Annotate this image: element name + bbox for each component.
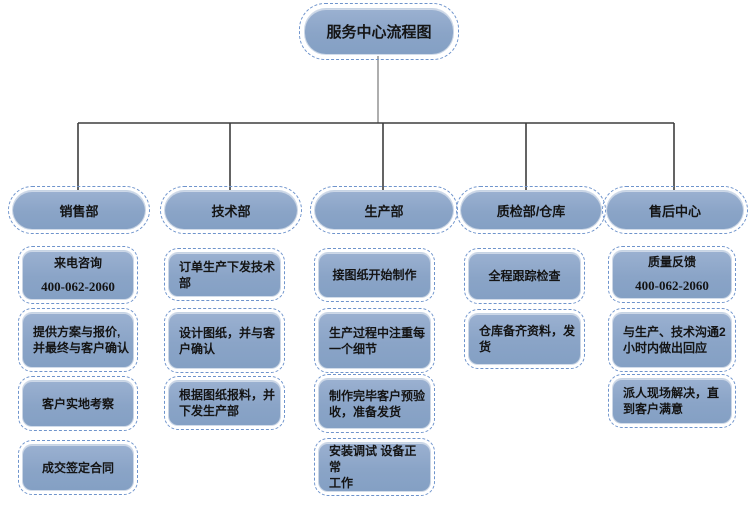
dept-node-sales: 销售部 (8, 186, 150, 234)
production-step-1: 接图纸开始制作 (314, 248, 435, 302)
step-text: 安装调试 设备正常 工作 (329, 444, 417, 490)
dept-node-qc-warehouse: 质检部/仓库 (456, 186, 606, 234)
sales-step-2: 提供方案与报价, 并最终与客户确认 (18, 308, 138, 372)
dept-label: 技术部 (211, 203, 251, 219)
dept-node-tech: 技术部 (160, 186, 302, 234)
title-node: 服务中心流程图 (299, 3, 459, 60)
step-text: 派人现场解决，直 到客户满意 (623, 386, 720, 416)
step-text: 提供方案与报价, 并最终与客户确认 (33, 325, 130, 355)
page-title: 服务中心流程图 (326, 24, 432, 41)
step-text: 全程跟踪检查 (488, 269, 561, 283)
production-step-3: 制作完毕客户预验 收，准备发货 (314, 374, 435, 433)
step-text: 设计图纸，并与客 户确认 (179, 325, 276, 356)
qc-step-2: 仓库备齐资料，发 货 (464, 309, 585, 369)
dept-label: 质检部/仓库 (496, 203, 566, 219)
production-step-4: 安装调试 设备正常 工作 (314, 438, 435, 496)
step-text: 来电咨询 400-062-2060 (41, 255, 115, 294)
dept-node-production: 生产部 (310, 186, 458, 234)
aftersales-step-2: 与生产、技术沟通2 小时内做出回应 (608, 308, 736, 372)
step-text: 制作完毕客户预验 收，准备发货 (329, 388, 426, 419)
step-text: 根据图纸报料，并 下发生产部 (179, 388, 276, 418)
step-text: 客户实地考察 (41, 396, 114, 411)
step-text: 生产过程中注重每 一个细节 (329, 325, 426, 356)
sales-step-1: 来电咨询 400-062-2060 (18, 246, 138, 304)
step-text: 质量反馈 400-062-2060 (635, 255, 709, 293)
step-text: 仓库备齐资料，发 货 (479, 324, 576, 354)
dept-label: 销售部 (59, 203, 99, 219)
step-text: 成交签定合同 (41, 460, 114, 475)
step-text: 接图纸开始制作 (332, 268, 417, 282)
step-text: 订单生产下发技术部 (179, 259, 276, 290)
aftersales-step-1: 质量反馈 400-062-2060 (608, 246, 736, 303)
dept-label: 售后中心 (648, 203, 701, 219)
aftersales-step-3: 派人现场解决，直 到客户满意 (608, 374, 736, 428)
step-text: 与生产、技术沟通2 小时内做出回应 (623, 325, 726, 355)
sales-step-4: 成交签定合同 (18, 440, 138, 495)
sales-step-3: 客户实地考察 (18, 376, 138, 431)
production-step-2: 生产过程中注重每 一个细节 (314, 308, 435, 373)
qc-step-1: 全程跟踪检查 (464, 248, 585, 304)
dept-node-aftersales: 售后中心 (602, 186, 748, 234)
tech-step-1: 订单生产下发技术部 (164, 248, 285, 301)
tech-step-2: 设计图纸，并与客 户确认 (164, 308, 285, 373)
tech-step-3: 根据图纸报料，并 下发生产部 (164, 376, 285, 430)
dept-label: 生产部 (364, 203, 404, 219)
